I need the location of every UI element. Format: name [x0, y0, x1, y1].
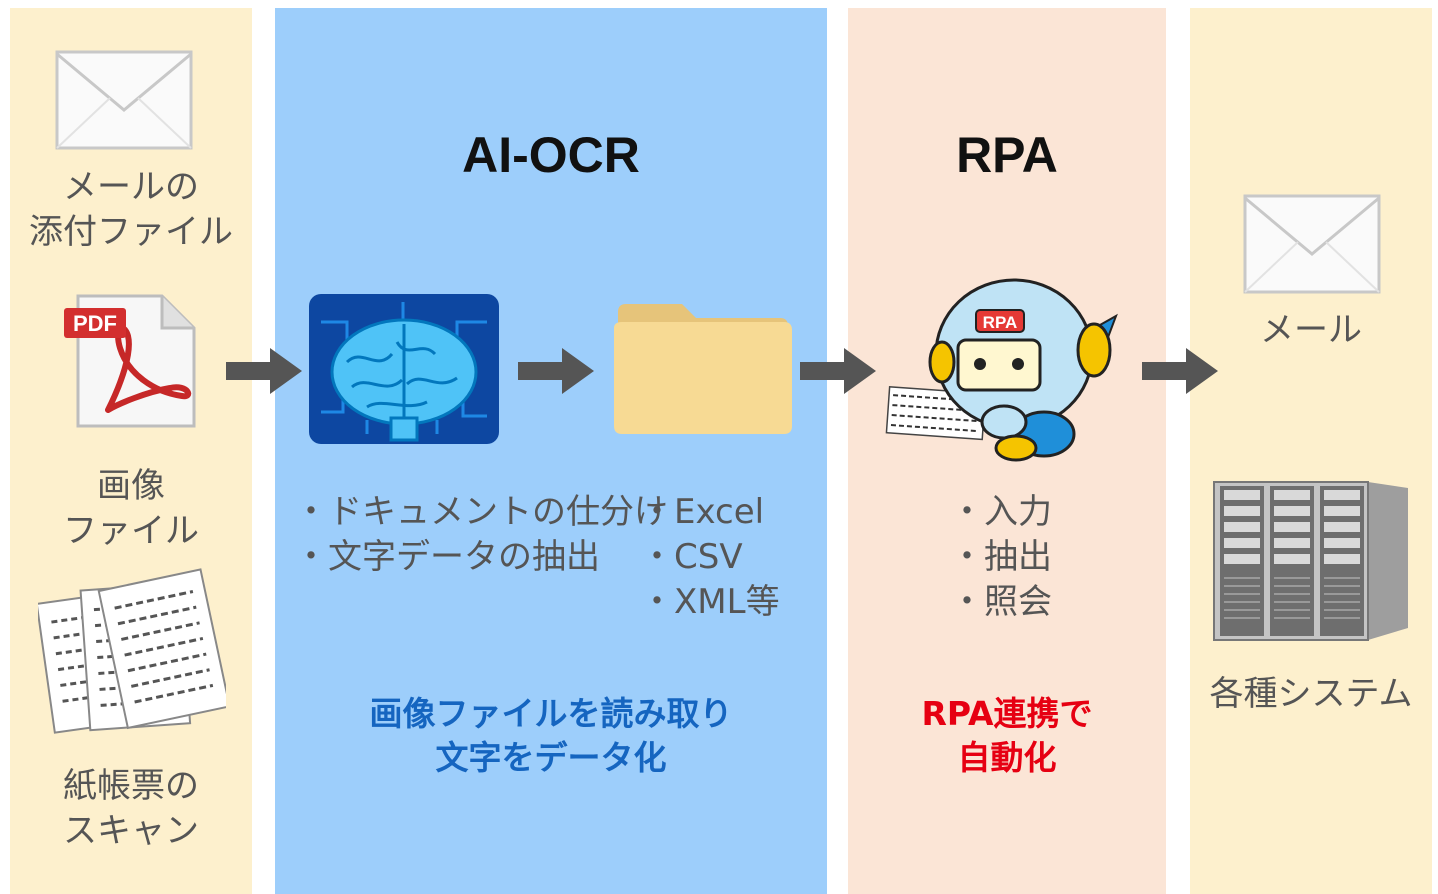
email-output-label: メール: [1260, 310, 1362, 350]
ai-ocr-functions-list: ・ドキュメントの仕分け ・文字データの抽出: [294, 490, 668, 580]
arrow-right-icon: [1142, 348, 1218, 394]
caption-line: 文字をデータ化: [435, 738, 667, 777]
rpa-title: RPA: [956, 127, 1058, 183]
image-file-label: 画像 ファイル: [63, 466, 199, 551]
envelope-icon: [55, 50, 193, 150]
rpa-caption: RPA連携で 自動化: [848, 692, 1166, 780]
folder-icon: [614, 304, 792, 434]
action-item: ・照会: [950, 582, 1052, 622]
action-item: ・抽出: [950, 537, 1052, 577]
envelope-icon: [1243, 194, 1381, 294]
ai-brain-icon: [309, 294, 499, 444]
action-item: ・入力: [950, 492, 1052, 532]
email-attachment-label: メールの 添付ファイル: [29, 167, 233, 252]
ai-ocr-panel: [275, 8, 827, 894]
arrow-right-icon: [518, 348, 594, 394]
output-panel: [1190, 8, 1432, 894]
arrow-right-icon: [800, 348, 876, 394]
function-item: ・文字データの抽出: [294, 537, 600, 577]
server-rack-icon: [1213, 481, 1408, 641]
pdf-badge: PDF: [73, 311, 117, 336]
paper-forms-icon: [38, 568, 226, 734]
input-sources-panel: [10, 8, 252, 894]
systems-label: 各種システム: [1209, 674, 1413, 714]
caption-line: RPA連携で: [921, 694, 1093, 733]
caption-line: 画像ファイルを読み取り: [369, 694, 733, 733]
format-item: ・CSV: [640, 537, 743, 577]
ai-ocr-title: AI-OCR: [462, 127, 640, 183]
arrow-right-icon: [226, 348, 302, 394]
caption-line: 自動化: [957, 738, 1057, 777]
format-item: ・XML等: [640, 582, 780, 622]
output-formats-list: ・Excel ・CSV ・XML等: [640, 490, 780, 625]
function-item: ・ドキュメントの仕分け: [294, 492, 668, 532]
pdf-file-icon: PDF: [64, 294, 196, 428]
format-item: ・Excel: [640, 492, 765, 532]
robot-badge: RPA: [983, 313, 1018, 332]
rpa-actions-list: ・入力 ・抽出 ・照会: [950, 490, 1052, 625]
ai-ocr-caption: 画像ファイルを読み取り 文字をデータ化: [275, 692, 827, 780]
rpa-robot-icon: RPA: [885, 278, 1118, 462]
paper-scan-label: 紙帳票の スキャン: [63, 766, 199, 851]
